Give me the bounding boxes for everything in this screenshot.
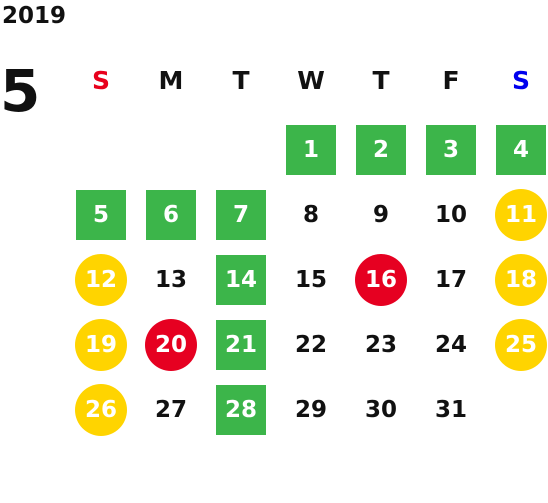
- day-cell[interactable]: 10: [434, 202, 467, 228]
- weekday-label: S: [91, 65, 110, 95]
- day-cell[interactable]: 22: [294, 332, 327, 358]
- day-cell[interactable]: 24: [434, 332, 467, 358]
- day-cell[interactable]: 18: [495, 254, 547, 306]
- day-cell[interactable]: 6: [146, 190, 196, 240]
- weekday-label: T: [232, 65, 250, 95]
- day-cell[interactable]: 26: [75, 384, 127, 436]
- day-cell[interactable]: 29: [294, 397, 327, 423]
- day-cell[interactable]: 23: [364, 332, 397, 358]
- day-cell[interactable]: 4: [496, 125, 546, 175]
- year-label: 2019: [2, 3, 67, 29]
- day-cell[interactable]: 13: [154, 267, 187, 293]
- day-cell[interactable]: 9: [372, 202, 389, 228]
- day-cell[interactable]: 27: [154, 397, 187, 423]
- day-cell[interactable]: 2: [356, 125, 406, 175]
- day-cell[interactable]: 8: [302, 202, 319, 228]
- day-cell[interactable]: 12: [75, 254, 127, 306]
- day-cell[interactable]: 19: [75, 319, 127, 371]
- day-cell[interactable]: 7: [216, 190, 266, 240]
- day-cell[interactable]: 5: [76, 190, 126, 240]
- day-cell[interactable]: 21: [216, 320, 266, 370]
- weekday-label: F: [442, 65, 460, 95]
- day-cell[interactable]: 3: [426, 125, 476, 175]
- day-cell[interactable]: 17: [434, 267, 467, 293]
- day-cell[interactable]: 1: [286, 125, 336, 175]
- weekday-label: W: [297, 65, 325, 95]
- month-label: 5: [0, 57, 41, 125]
- day-cell[interactable]: 11: [495, 189, 547, 241]
- day-cell[interactable]: 28: [216, 385, 266, 435]
- day-cell[interactable]: 14: [216, 255, 266, 305]
- day-cell[interactable]: 31: [434, 397, 467, 423]
- weekday-label: T: [372, 65, 390, 95]
- day-cell[interactable]: 15: [294, 267, 327, 293]
- day-cell[interactable]: 25: [495, 319, 547, 371]
- day-cell[interactable]: 30: [364, 397, 397, 423]
- day-cell[interactable]: 16: [355, 254, 407, 306]
- day-cell[interactable]: 20: [145, 319, 197, 371]
- weekday-label: S: [511, 65, 530, 95]
- weekday-label: M: [158, 65, 184, 95]
